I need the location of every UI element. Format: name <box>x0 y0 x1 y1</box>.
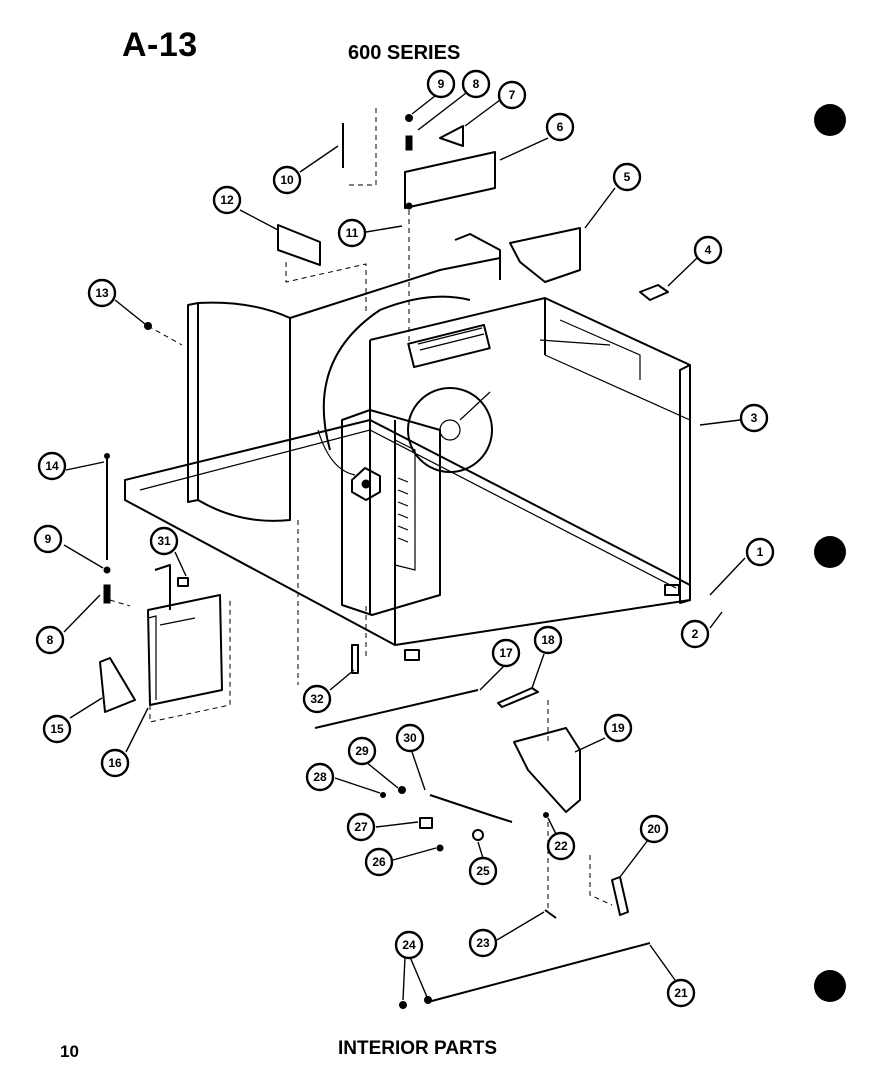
callout-8-top: 8 <box>461 69 491 99</box>
callout-24: 24 <box>394 930 424 960</box>
callout-32: 32 <box>302 684 332 714</box>
callout-26-label: 26 <box>372 855 386 869</box>
callout-9-top: 9 <box>426 69 456 99</box>
callout-21: 21 <box>666 978 696 1008</box>
page-number: 10 <box>60 1042 79 1061</box>
callout-23-label: 23 <box>476 936 490 950</box>
callout-27: 27 <box>346 812 376 842</box>
callout-2: 2 <box>680 619 710 649</box>
callout-22: 22 <box>546 831 576 861</box>
callout-18-label: 18 <box>541 633 555 647</box>
diagram-code: A-13 <box>122 26 198 64</box>
callout-30-label: 30 <box>403 731 417 745</box>
callout-29: 29 <box>347 736 377 766</box>
blower-scroll-housing <box>187 233 501 522</box>
callout-7-label: 7 <box>509 88 516 102</box>
callout-8-left-label: 8 <box>47 633 54 647</box>
callout-8-left: 8 <box>35 625 65 655</box>
callout-20-label: 20 <box>647 822 661 836</box>
callout-9-left: 9 <box>33 524 63 554</box>
callout-17: 17 <box>491 638 521 668</box>
callout-25-label: 25 <box>476 864 490 878</box>
callout-8-top-label: 8 <box>473 77 480 91</box>
binder-hole-top <box>814 104 846 136</box>
page-caption: INTERIOR PARTS <box>338 1038 498 1059</box>
callout-21-label: 21 <box>674 986 688 1000</box>
callout-14-label: 14 <box>45 459 59 473</box>
callout-6-top-label: 6 <box>557 120 564 134</box>
binder-hole-middle <box>814 536 846 568</box>
callout-12: 12 <box>212 185 242 215</box>
access-panel <box>99 453 359 713</box>
callout-14: 14 <box>37 451 67 481</box>
callout-32-label: 32 <box>310 692 324 706</box>
callout-27-label: 27 <box>354 820 368 834</box>
callout-24-label: 24 <box>402 938 416 952</box>
callout-17-label: 17 <box>499 646 513 660</box>
callout-16: 16 <box>100 748 130 778</box>
callout-5: 5 <box>612 162 642 192</box>
callout-19-label: 19 <box>611 721 625 735</box>
callout-balloons: 1 2 3 4 5 6 7 8 9 10 11 12 13 14 9 31 8 … <box>33 69 775 1008</box>
callout-11: 11 <box>337 218 367 248</box>
callout-3: 3 <box>739 403 769 433</box>
callout-16-label: 16 <box>108 756 122 770</box>
control-panel <box>341 409 441 616</box>
callout-leaders <box>63 89 746 1001</box>
callout-12-label: 12 <box>220 193 234 207</box>
binder-hole-bottom <box>814 970 846 1002</box>
lower-linkage <box>314 687 651 1009</box>
callout-10-label: 10 <box>280 173 294 187</box>
callout-29-label: 29 <box>355 744 369 758</box>
callout-31: 31 <box>149 526 179 556</box>
callout-28: 28 <box>305 762 335 792</box>
callout-23: 23 <box>468 928 498 958</box>
callout-11-label: 11 <box>346 226 359 240</box>
callout-3-label: 3 <box>751 411 758 425</box>
callout-15: 15 <box>42 714 72 744</box>
callout-7: 7 <box>497 80 527 110</box>
callout-26: 26 <box>364 847 394 877</box>
callout-20: 20 <box>639 814 669 844</box>
callout-10: 10 <box>272 165 302 195</box>
cabinet-housing <box>124 297 691 661</box>
callout-22-label: 22 <box>554 839 568 853</box>
callout-13: 13 <box>87 278 117 308</box>
callout-28-label: 28 <box>313 770 327 784</box>
callout-9-top-label: 9 <box>438 77 445 91</box>
assembly-guide-lines <box>109 108 613 910</box>
callout-13-label: 13 <box>95 286 109 300</box>
callout-9-left-label: 9 <box>45 532 52 546</box>
callout-25: 25 <box>468 856 498 886</box>
callout-6-top: 6 <box>545 112 575 142</box>
callout-4: 4 <box>693 235 723 265</box>
series-title: 600 SERIES <box>348 42 461 64</box>
callout-19: 19 <box>603 713 633 743</box>
callout-1-label: 1 <box>757 545 764 559</box>
callout-5-label: 5 <box>624 170 631 184</box>
callout-1: 1 <box>745 537 775 567</box>
callout-15-label: 15 <box>50 722 64 736</box>
callout-2-label: 2 <box>692 627 699 641</box>
callout-4-label: 4 <box>705 243 712 257</box>
callout-31-label: 31 <box>157 534 171 548</box>
callout-30: 30 <box>395 723 425 753</box>
callout-18: 18 <box>533 625 563 655</box>
